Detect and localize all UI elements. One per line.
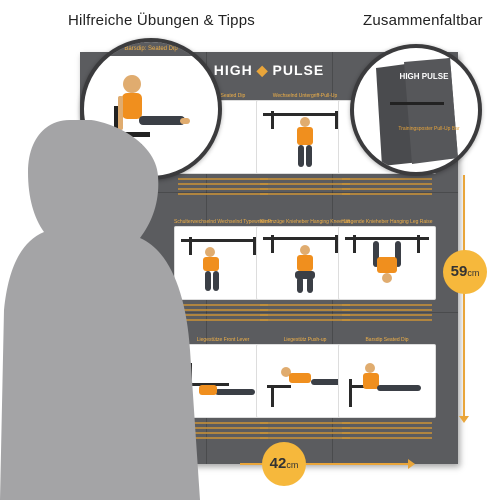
zoom-folded-poster: HIGH PULSE Trainingsposter Pull-Up Bar <box>350 44 482 176</box>
exercise-illustration <box>338 344 436 418</box>
height-value: 59 <box>450 263 468 280</box>
card-description <box>338 178 436 195</box>
exercise-illustration <box>256 344 354 418</box>
height-dimension-line <box>463 175 465 420</box>
card-title: Schulterwechselnd Wechselnd Typewriter P… <box>174 219 272 225</box>
card-description <box>174 178 272 195</box>
fold-line <box>80 192 458 193</box>
width-dimension-line <box>240 463 410 465</box>
exercise-card: Klimmzüge Knieheber Hanging Knee Lift <box>256 218 354 336</box>
card-title: Wechselnd Untergriff-Pull-Up <box>272 93 338 99</box>
card-title: Liegestütze Front Lever <box>196 337 250 343</box>
arrow-down-icon <box>459 416 469 423</box>
folded-subtitle: Trainingsposter Pull-Up Bar <box>398 126 460 132</box>
card-description <box>256 422 354 439</box>
card-description <box>256 304 354 321</box>
exercise-card: Liegestütz Push-up <box>256 336 354 454</box>
person-silhouette-icon <box>0 120 200 500</box>
folded-brand: HIGH PULSE <box>399 72 449 81</box>
arrow-right-icon <box>408 459 415 469</box>
card-description <box>256 178 354 195</box>
fold-line <box>80 312 458 313</box>
card-title: Liegestütz Push-up <box>283 337 327 343</box>
heading-helpful-exercises: Hilfreiche Übungen & Tipps <box>68 12 255 29</box>
card-description <box>174 422 272 439</box>
exercise-card: Barsdip Seated Dip <box>338 336 436 454</box>
exercise-illustration <box>256 226 354 300</box>
card-title: Klimmzüge Knieheber Hanging Knee Lift <box>259 219 351 225</box>
folded-poster-icon <box>376 58 458 166</box>
card-title: Hängende Knieheber Hanging Leg Raise <box>341 219 433 225</box>
width-unit: cm <box>286 460 299 470</box>
width-badge: 42cm <box>262 442 306 486</box>
width-value: 42 <box>269 455 287 472</box>
exercise-card: Wechselnd Untergriff-Pull-Up <box>256 92 354 210</box>
card-description <box>174 304 272 321</box>
card-title: Barsdip Seated Dip <box>365 337 409 343</box>
exercise-card: Hängende Knieheber Hanging Leg Raise <box>338 218 436 336</box>
card-description <box>338 304 436 321</box>
exercise-illustration <box>174 226 272 300</box>
heading-foldable: Zusammenfaltbar <box>363 12 483 29</box>
exercise-card: Schulterwechselnd Wechselnd Typewriter P… <box>174 218 272 336</box>
height-unit: cm <box>467 268 480 278</box>
brand-left: HIGH <box>213 62 253 78</box>
card-title: Barsdip: Seated Dip <box>200 93 246 99</box>
exercise-illustration <box>256 100 354 174</box>
height-badge: 59cm <box>443 250 487 294</box>
zoom-card-title: Barsdip: Seated Dip <box>124 46 178 52</box>
card-description <box>338 422 436 439</box>
poster-brand: HIGH◆PULSE <box>80 62 458 79</box>
brand-logo-icon: ◆ <box>256 62 269 78</box>
brand-right: PULSE <box>272 62 325 78</box>
exercise-illustration <box>338 226 436 300</box>
